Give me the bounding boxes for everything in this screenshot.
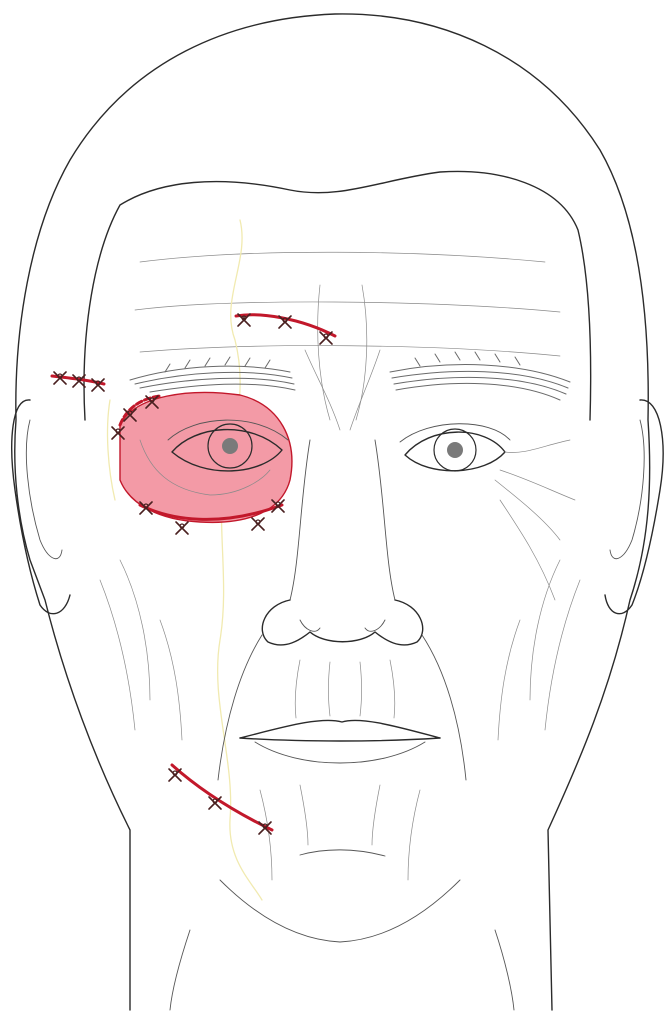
mouth: [240, 720, 440, 763]
suture-knot: [252, 518, 264, 530]
right-eyebrow: [130, 357, 295, 392]
right-nasolabial-fold: [218, 635, 262, 780]
left-pupil: [447, 442, 463, 458]
chin-line: [300, 850, 385, 856]
suture-knot: [209, 797, 221, 809]
left-nasolabial-fold: [422, 635, 466, 780]
forehead-line-3: [140, 346, 560, 356]
right-cheek-lines: [100, 560, 182, 740]
jaw-line: [220, 880, 460, 942]
neck-line-right: [170, 930, 190, 1010]
right-pupil: [222, 438, 238, 454]
suture-knot: [320, 332, 332, 344]
suture-knot: [238, 314, 250, 326]
upper-lip-lines: [295, 660, 395, 718]
glabella-line-4: [350, 350, 380, 430]
forehead-line-2: [135, 302, 560, 312]
head-outline: [15, 14, 650, 1010]
periorbital-flap: [120, 393, 292, 523]
left-eye: [400, 424, 575, 540]
hairline: [84, 171, 591, 420]
glabella-line-3: [305, 350, 340, 430]
suture-knot: [176, 522, 188, 534]
cheek-incision: [172, 765, 272, 830]
suture-knot: [169, 769, 181, 781]
right-ear-inner: [26, 420, 62, 559]
facial-nerve-branch-lateral: [108, 400, 115, 500]
left-ear: [605, 400, 663, 614]
left-cheek-lines: [498, 500, 580, 740]
right-ear: [12, 400, 70, 614]
forehead-line-1: [140, 252, 545, 262]
left-ear-inner: [610, 420, 644, 559]
neck-line-left: [495, 930, 514, 1010]
chin-lines: [260, 785, 420, 880]
left-eyebrow: [390, 352, 570, 400]
suture-knot: [279, 316, 291, 328]
